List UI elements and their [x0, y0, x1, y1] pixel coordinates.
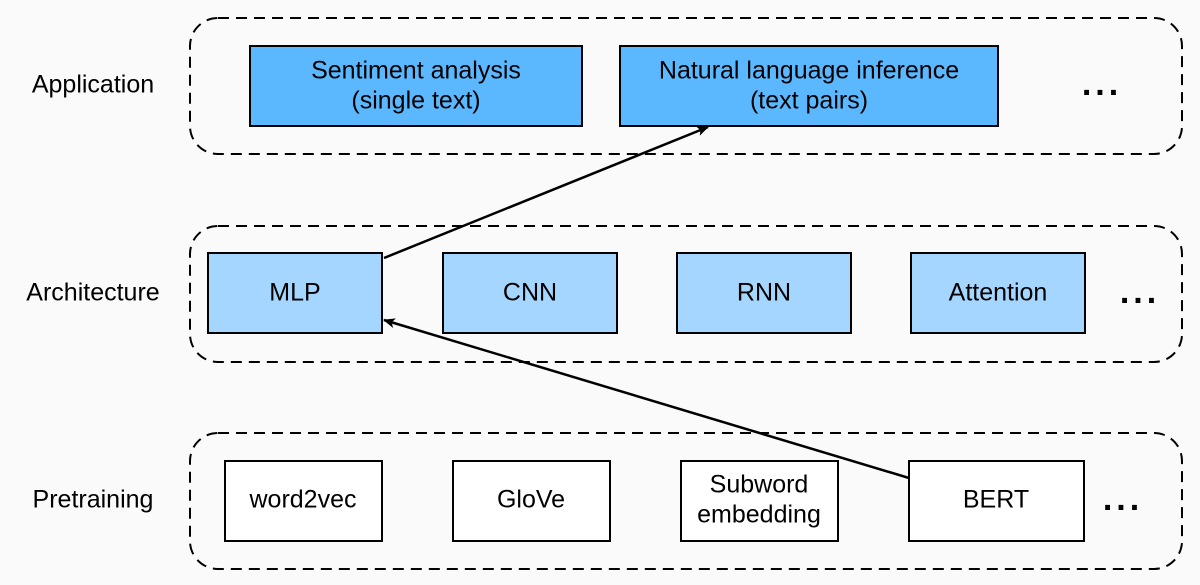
application-layer: Application Sentiment analysis (single t… [32, 17, 1183, 155]
application-layer-label: Application [32, 71, 154, 99]
sentiment-analysis-line2: (single text) [351, 87, 480, 115]
attention-node: Attention [910, 252, 1086, 334]
natural-language-inference-line1: Natural language inference [659, 57, 959, 85]
pretraining-layer-border [189, 432, 1183, 570]
subword-embedding-node: Subword embedding [680, 460, 839, 542]
natural-language-inference-node: Natural language inference (text pairs) [619, 45, 999, 127]
pretraining-layer-label: Pretraining [33, 486, 154, 514]
arrow-bert-to-mlp [383, 318, 910, 480]
rnn-label: RNN [737, 279, 791, 307]
architecture-more-ellipsis: ... [1120, 273, 1160, 311]
mlp-label: MLP [269, 279, 320, 307]
cnn-node: CNN [442, 252, 618, 334]
attention-label: Attention [949, 279, 1048, 307]
rnn-node: RNN [676, 252, 852, 334]
cnn-label: CNN [503, 279, 557, 307]
subword-embedding-line2: embedding [697, 501, 821, 529]
arrow-mlp-to-nli [383, 125, 709, 260]
mlp-node: MLP [207, 252, 383, 334]
architecture-layer-label: Architecture [26, 279, 159, 307]
application-more-ellipsis: ... [1082, 65, 1122, 103]
sentiment-analysis-line1: Sentiment analysis [311, 57, 521, 85]
bert-node: BERT [908, 460, 1085, 542]
pretraining-layer: Pretraining word2vec GloVe Subword embed… [33, 432, 1183, 570]
word2vec-node: word2vec [224, 460, 383, 542]
architecture-layer: Architecture MLP CNN RNN Attention ... [26, 225, 1183, 363]
glove-label: GloVe [497, 486, 565, 514]
application-layer-border [189, 17, 1183, 155]
glove-node: GloVe [452, 460, 611, 542]
architecture-layer-border [189, 225, 1183, 363]
subword-embedding-line1: Subword [710, 471, 809, 499]
word2vec-label: word2vec [249, 486, 357, 514]
natural-language-inference-line2: (text pairs) [750, 87, 868, 115]
bert-label: BERT [963, 486, 1029, 514]
sentiment-analysis-node: Sentiment analysis (single text) [249, 45, 583, 127]
pretraining-more-ellipsis: ... [1103, 480, 1143, 518]
